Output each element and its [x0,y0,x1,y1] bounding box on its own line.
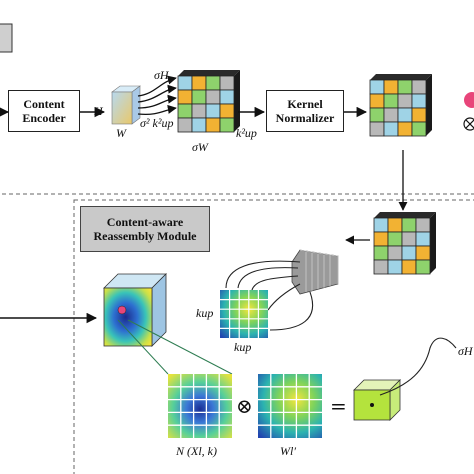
module-tag [0,23,13,53]
kernel-cell [397,79,413,95]
kernel-weights-patch [258,374,322,438]
kernel-cell [205,75,221,91]
kernel-cell [205,103,221,119]
label-kup-bottom: kup [234,340,252,354]
kernel-cell [415,217,431,233]
kernel-cell [369,79,385,95]
kernel-weight-grid-lines [220,290,268,338]
neighborhood-projection [117,319,233,375]
kernel-cell [191,103,207,119]
reassembly-module-label: Content-aware Reassembly Module [93,215,197,243]
kernel-cell [373,231,389,247]
kernel-cell [219,103,235,119]
kernel-cell [191,117,207,133]
kernel-prediction-frame [0,193,474,195]
kernel-cell [369,93,385,109]
kernel-cell [411,79,427,95]
reassembly-frame [73,199,474,474]
kernel-cell [219,89,235,105]
kernel-cell [387,245,403,261]
pink-dot-icon [464,92,474,108]
kernel-cell [415,259,431,275]
reshape-curves [137,75,177,116]
kernel-cell [369,107,385,123]
input-feature-cube [103,273,167,347]
kernel-cell [397,93,413,109]
kernel-cell [411,121,427,137]
kernel-cell [397,121,413,137]
kernel-cell [401,259,417,275]
label-W-term: Wl′ [280,444,296,458]
kernel-cell [191,75,207,91]
kernel-cell [177,89,193,105]
kernel-cell [401,245,417,261]
multiply-legend-icon [463,117,474,131]
kernel-cell [415,231,431,247]
label-N-term: N (Xl, k) [176,444,217,458]
kernel-weight-map [220,290,268,338]
label-W: W [116,126,126,140]
equals-symbol: = [330,394,347,418]
kernel-cell [387,259,403,275]
neighborhood-patch [168,374,232,438]
kernel-normalizer-block: Kernel Normalizer [266,90,344,132]
label-sigma-H-cut: σH [458,344,473,358]
kernel-cell [383,121,399,137]
output-curve [379,337,457,396]
kernel-cell [411,93,427,109]
kernel-cell [177,75,193,91]
normalized-kernel-tensor [369,74,432,137]
kernel-cell [205,117,221,133]
kernel-cell [177,103,193,119]
reassembly-kernel-tensor [373,212,436,275]
kernel-cell [387,217,403,233]
content-encoder-label: Content Encoder [22,97,66,125]
multiply-symbol: ⊗ [236,394,253,418]
kernel-cell [383,93,399,109]
kernel-cell [411,107,427,123]
encoded-feature-cube [111,85,141,125]
kernel-cell [373,245,389,261]
kernel-cell [401,217,417,233]
kernel-cell [383,107,399,123]
label-sigma2-kup2: σ² k²up [140,116,174,130]
label-sigma-W: σW [192,140,208,154]
reassembly-module-title: Content-aware Reassembly Module [80,206,210,252]
slice-curves [225,260,314,331]
kernel-cell [401,231,417,247]
kernel-cell [191,89,207,105]
content-encoder-block: Content Encoder [8,90,80,132]
kernel-cell [373,217,389,233]
label-kup2-right: k²up [236,126,257,140]
kernel-slices-stack [291,249,339,295]
kernel-cell [369,121,385,137]
label-H: H [94,104,103,118]
kernel-cell [415,245,431,261]
kernel-cell [219,117,235,133]
kernel-cell [397,107,413,123]
kernel-cell [387,231,403,247]
kernel-cell [177,117,193,133]
kernel-cell [383,79,399,95]
label-sigma-H: σH [154,68,169,82]
kernel-tensor-1 [177,70,240,133]
kernel-cell [205,89,221,105]
kernel-cell [373,259,389,275]
kernel-normalizer-label: Kernel Normalizer [275,97,335,125]
output-voxel-cube [353,379,401,421]
kernel-cell [219,75,235,91]
label-kup-left: kup [196,306,214,320]
